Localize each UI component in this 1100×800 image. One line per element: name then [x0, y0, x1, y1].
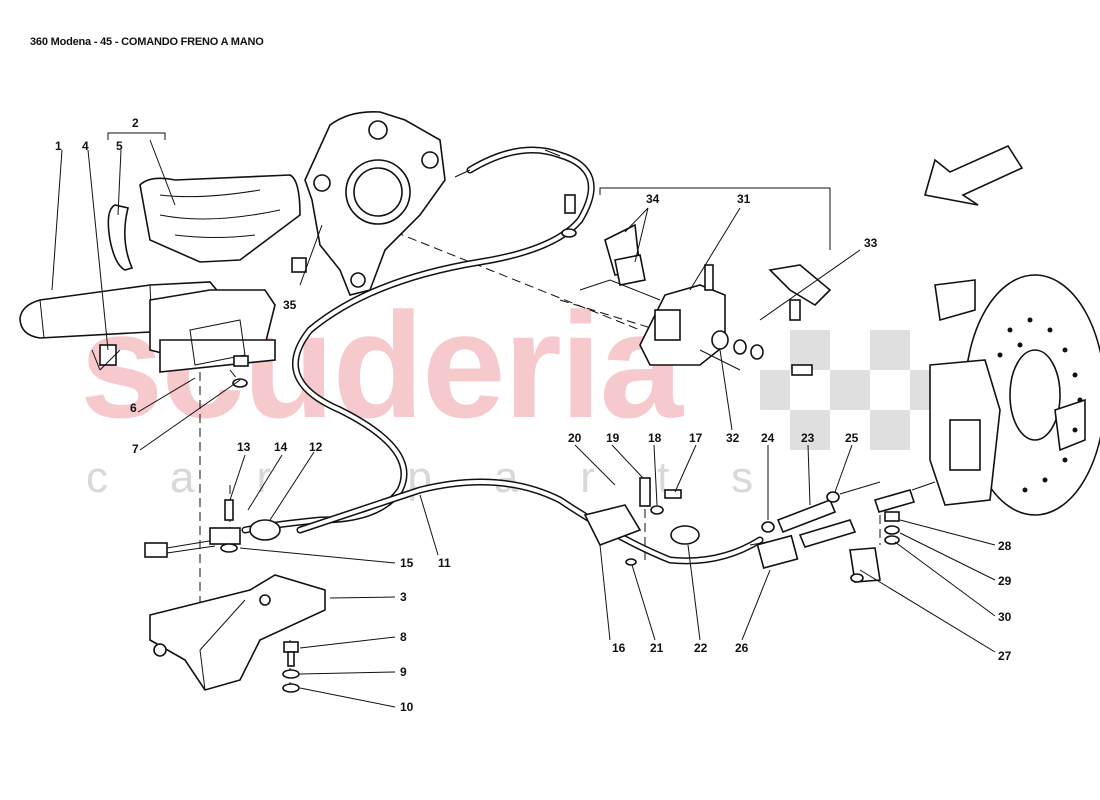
callout-28: 28 [998, 539, 1012, 553]
callout-27: 27 [998, 649, 1012, 663]
callout-15: 15 [400, 556, 414, 570]
rear-cable-parts [749, 481, 936, 583]
callout-9: 9 [400, 665, 407, 679]
callout-33: 33 [864, 236, 878, 250]
bolt-set-6-7 [99, 344, 249, 388]
callout-18: 18 [648, 431, 662, 445]
callout-32: 32 [726, 431, 740, 445]
callout-16: 16 [612, 641, 626, 655]
clip-35 [291, 257, 307, 273]
rear-brake-disc [929, 274, 1100, 516]
callout-24: 24 [761, 431, 775, 445]
callout-25: 25 [845, 431, 859, 445]
callout-29: 29 [998, 574, 1012, 588]
group-bracket-2 [107, 132, 166, 140]
callout-11: 11 [438, 556, 451, 570]
callout-26: 26 [735, 641, 749, 655]
cable-adjuster [144, 499, 281, 558]
callout-20: 20 [568, 431, 582, 445]
callout-30: 30 [998, 610, 1012, 624]
callout-31: 31 [737, 192, 751, 206]
brake-caliper-assembly [561, 194, 832, 376]
cable-equalizer-bracket [583, 477, 700, 566]
leader-lines [51, 139, 996, 708]
callout-1: 1 [55, 139, 62, 153]
callout-22: 22 [694, 641, 708, 655]
callout-8: 8 [400, 630, 407, 644]
secondary-brake-cable [296, 478, 764, 565]
callout-5: 5 [116, 139, 123, 153]
callout-6: 6 [130, 401, 137, 415]
callout-12: 12 [309, 440, 323, 454]
checkered-flag-watermark [760, 330, 950, 450]
callout-2: 2 [132, 116, 139, 130]
callout-35: 35 [283, 298, 297, 312]
callout-labels: 1 2 3 4 5 6 7 8 9 10 11 12 13 14 15 16 1… [55, 116, 1012, 714]
main-brake-cable [241, 146, 595, 534]
callout-13: 13 [237, 440, 251, 454]
callout-14: 14 [274, 440, 288, 454]
callout-10: 10 [400, 700, 414, 714]
callout-3: 3 [400, 590, 407, 604]
page-title: 360 Modena - 45 - COMANDO FRENO A MANO [30, 36, 264, 48]
callout-4: 4 [82, 139, 89, 153]
group-bracket-31 [599, 187, 831, 250]
callout-21: 21 [650, 641, 664, 655]
mounting-bracket [149, 574, 326, 691]
hand-brake-lever [19, 281, 276, 373]
hub-carrier [304, 110, 446, 296]
bolt-set-8-10 [282, 641, 300, 693]
callout-17: 17 [689, 431, 703, 445]
callout-7: 7 [132, 442, 139, 456]
arrow-left-down-icon [923, 144, 1024, 206]
callout-23: 23 [801, 431, 815, 445]
callout-19: 19 [606, 431, 620, 445]
callout-34: 34 [646, 192, 660, 206]
lever-boot [107, 174, 301, 271]
